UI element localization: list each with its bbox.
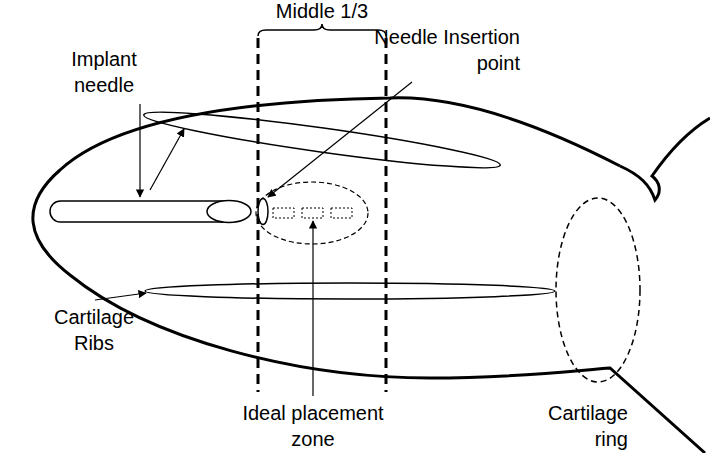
needle-tip xyxy=(207,201,251,223)
leader-arrow xyxy=(150,129,184,190)
placement-zone xyxy=(256,182,368,244)
part-label: Needle Insertion point xyxy=(368,24,520,76)
leader-arrow xyxy=(95,293,146,300)
implant-position xyxy=(302,208,323,218)
part-label: Middle 1/3 xyxy=(258,0,386,22)
part-label: Implant needle xyxy=(48,46,160,98)
bracket xyxy=(258,24,386,36)
insertion-point xyxy=(258,199,268,225)
cartilage-rib xyxy=(142,103,502,177)
implant-position xyxy=(273,208,294,218)
leader-arrow xyxy=(312,221,313,396)
cartilage-ring xyxy=(556,198,640,382)
cartilage-rib xyxy=(145,283,555,299)
part-label: Cartilage Ribs xyxy=(38,304,150,356)
implant-position xyxy=(331,208,352,218)
ear-knob xyxy=(620,118,710,200)
part-label: Ideal placement zone xyxy=(218,400,408,452)
ear-outline xyxy=(33,98,705,453)
leader-arrow xyxy=(139,104,140,197)
part-label: Cartilage ring xyxy=(524,400,628,452)
division-line xyxy=(385,38,388,392)
leader-arrow xyxy=(268,82,412,197)
